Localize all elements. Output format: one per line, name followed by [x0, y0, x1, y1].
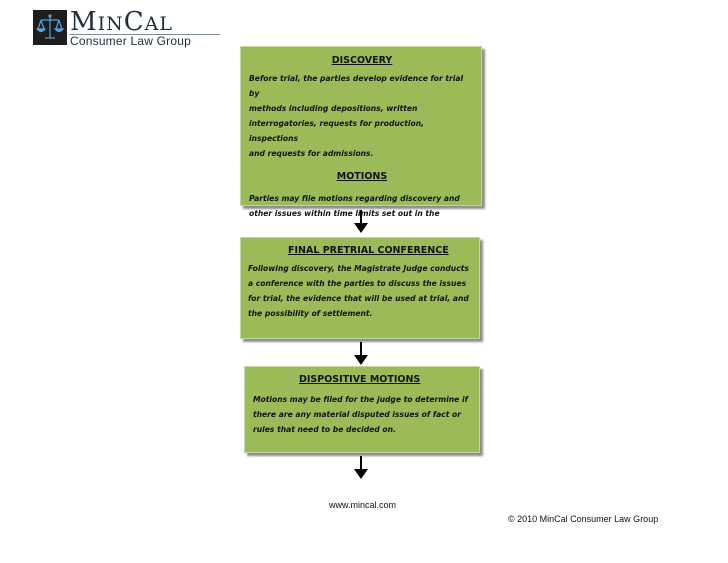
discovery-heading: DISCOVERY	[331, 55, 393, 66]
discovery-text-line: interrogatories, requests for production…	[249, 119, 425, 143]
scales-of-justice-icon	[35, 14, 65, 39]
logo-subtitle: Consumer Law Group	[70, 34, 191, 48]
discovery-text-line: Before trial, the parties develop eviden…	[249, 74, 464, 98]
logo-divider	[70, 34, 220, 35]
discovery-text-line: methods including depositions, written	[249, 104, 418, 113]
motions-text-line: other issues within time limits set out …	[249, 209, 440, 218]
motions-heading: MOTIONS	[336, 171, 388, 182]
conference-text-line: for trial, the evidence that will be use…	[248, 294, 469, 303]
down-arrow-icon	[354, 456, 368, 480]
mincal-logo: MINCAL Consumer Law Group	[33, 7, 220, 48]
logo-badge	[33, 10, 67, 45]
copyright-notice: © 2010 MinCal Consumer Law Group	[508, 514, 659, 524]
final-pretrial-conference-box: FINAL PRETRIAL CONFERENCE Following disc…	[240, 237, 480, 339]
website-url: www.mincal.com	[329, 500, 397, 510]
dispositive-text-line: Motions may be filed for the judge to de…	[253, 395, 468, 404]
logo-wordmark: MINCAL	[70, 7, 174, 37]
dispositive-motions-heading: DISPOSITIVE MOTIONS	[299, 374, 421, 385]
dispositive-text-line: rules that need to be decided on.	[253, 425, 396, 434]
discovery-text-line: and requests for admissions.	[249, 149, 374, 158]
down-arrow-icon	[354, 342, 368, 366]
conference-text-line: the possibility of settlement.	[248, 309, 373, 318]
dispositive-motions-box: DISPOSITIVE MOTIONS Motions may be filed…	[244, 366, 480, 453]
down-arrow-icon	[354, 210, 368, 234]
dispositive-text-line: there are any material disputed issues o…	[253, 410, 462, 419]
conference-text-line: a conference with the parties to discuss…	[248, 279, 467, 288]
conference-text-line: Following discovery, the Magistrate Judg…	[248, 264, 469, 273]
motions-text-line: Parties may file motions regarding disco…	[249, 194, 460, 203]
discovery-motions-box: DISCOVERY Before trial, the parties deve…	[240, 46, 482, 218]
final-pretrial-conference-heading: FINAL PRETRIAL CONFERENCE	[288, 245, 449, 256]
